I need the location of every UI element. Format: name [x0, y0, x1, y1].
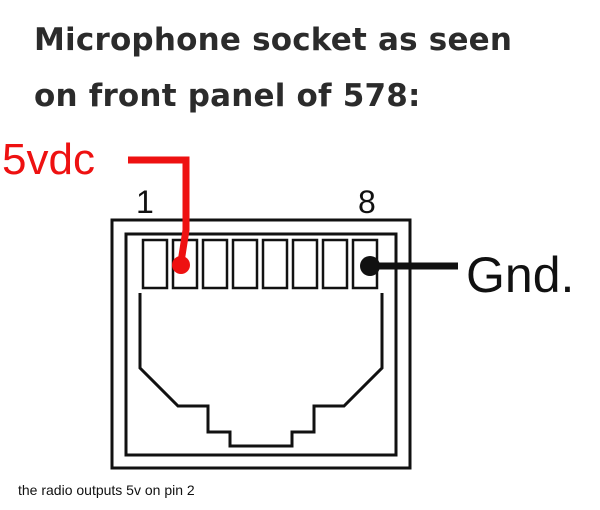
caption: the radio outputs 5v on pin 2 [18, 482, 195, 498]
socket-inner-opening [124, 232, 398, 457]
ground-label: Gnd. [466, 247, 575, 303]
contact-pin-1 [141, 238, 169, 290]
supply-wire [128, 156, 190, 263]
pin-1-label: 1 [136, 184, 154, 220]
title-line-2: on front panel of 578: [34, 78, 421, 114]
contact-pin-7 [321, 238, 349, 290]
pin-8-label: 8 [358, 184, 376, 220]
supply-label: 5vdc [2, 135, 95, 184]
socket-outer-frame [110, 218, 412, 470]
supply-wire-dot [172, 256, 190, 274]
contact-pin-4 [231, 238, 259, 290]
contact-pin-5 [261, 238, 289, 290]
socket-latch-outline [138, 293, 384, 448]
contact-pin-3 [201, 238, 229, 290]
ground-wire-dot [360, 256, 380, 276]
title-line-1: Microphone socket as seen [34, 22, 513, 58]
contact-pin-6 [291, 238, 319, 290]
